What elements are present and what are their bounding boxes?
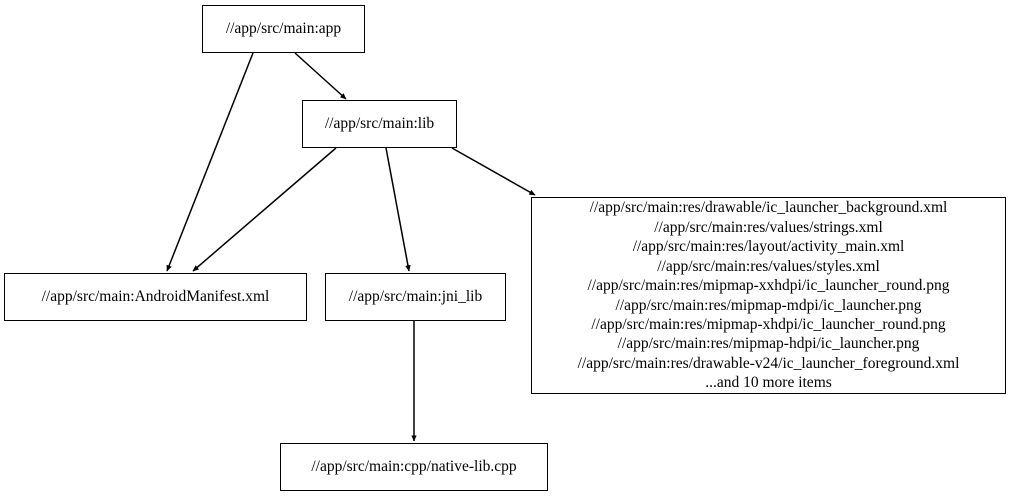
graph-node-native_lib[interactable]: //app/src/main:cpp/native-lib.cpp [280, 443, 548, 491]
graph-node-label-app: //app/src/main:app [225, 20, 342, 38]
graph-node-lib[interactable]: //app/src/main:lib [302, 100, 457, 148]
graph-node-jni_lib[interactable]: //app/src/main:jni_lib [325, 273, 506, 321]
graph-edge-app-to-lib [294, 52, 347, 100]
graph-node-label-lib: //app/src/main:lib [324, 115, 435, 133]
graph-edge-lib-to-manifest [192, 147, 337, 272]
graph-edge-app-to-manifest [166, 52, 254, 272]
graph-node-label-res: //app/src/main:res/drawable/ic_launcher_… [577, 199, 960, 392]
graph-node-manifest[interactable]: //app/src/main:AndroidManifest.xml [4, 273, 307, 321]
graph-node-label-native_lib: //app/src/main:cpp/native-lib.cpp [311, 458, 517, 476]
graph-node-app[interactable]: //app/src/main:app [202, 5, 365, 53]
graph-edge-lib-to-res [451, 147, 536, 196]
graph-node-res[interactable]: //app/src/main:res/drawable/ic_launcher_… [531, 197, 1006, 394]
graph-node-label-jni_lib: //app/src/main:jni_lib [348, 288, 483, 306]
graph-node-label-manifest: //app/src/main:AndroidManifest.xml [41, 288, 270, 306]
graph-edge-lib-to-jni-lib [385, 147, 411, 272]
